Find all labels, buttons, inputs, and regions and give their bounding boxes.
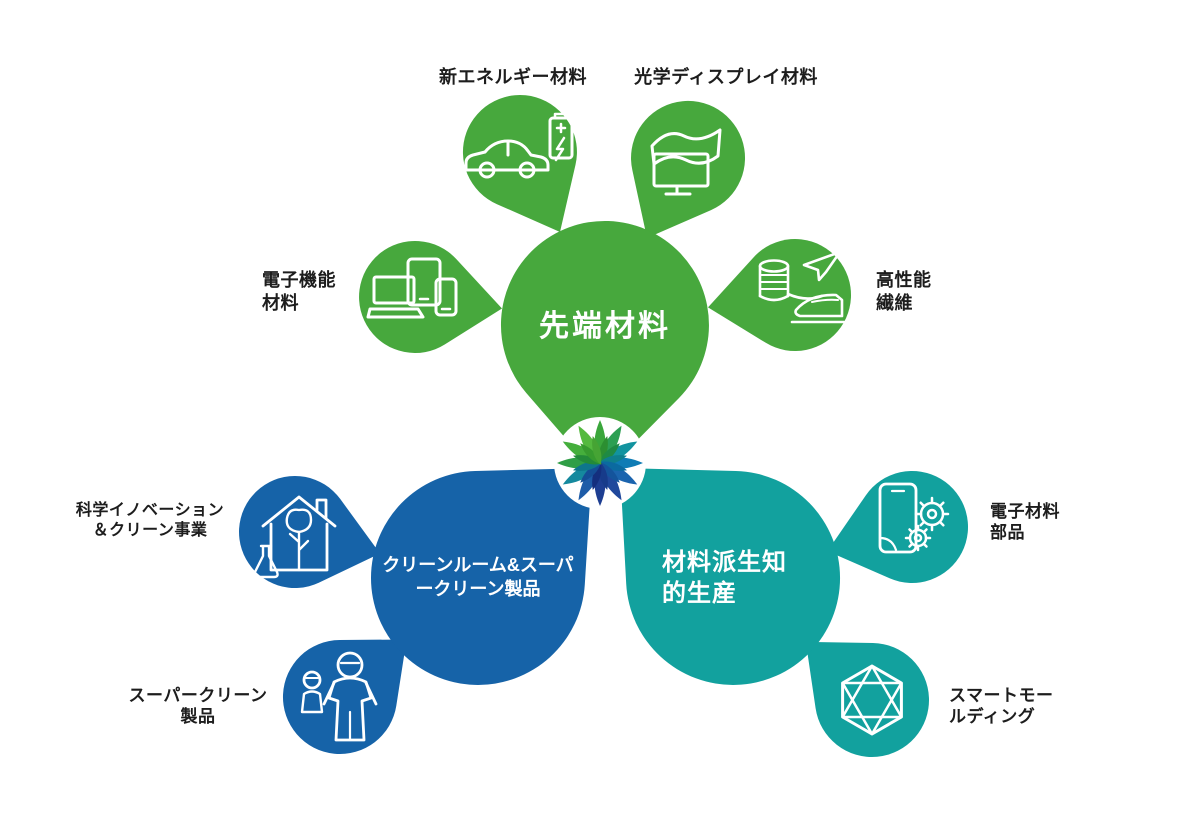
petal-shape[interactable] [462, 95, 577, 232]
label-optical-display-materials: 光学ディスプレイ材料 [634, 67, 818, 87]
eco-house-lab-icon [253, 495, 337, 579]
petal-shape[interactable] [805, 641, 930, 757]
bubble-material-derived-intelligence[interactable] [620, 468, 841, 685]
label-cleanroom-superclean: クリーンルーム&スーパークリーン製品 [382, 555, 574, 600]
petal-new-energy-materials[interactable] [462, 95, 577, 232]
petal-super-clean-products[interactable] [282, 639, 407, 754]
label-super-clean-products: スーパークリーン製品 [128, 686, 268, 727]
label-material-derived-intelligence: 材料派生知的生産 [662, 549, 787, 608]
petal-science-innovation-clean[interactable] [239, 476, 380, 589]
label-advanced-materials: 先端材料 [539, 310, 671, 343]
devices-icon [366, 257, 458, 319]
bubble-advanced-materials[interactable] [500, 220, 709, 478]
ev-car-battery-icon [464, 112, 574, 179]
petal-shape[interactable] [359, 240, 502, 353]
label-new-energy-materials: 新エネルギー材料 [439, 67, 587, 87]
petal-shape[interactable] [827, 470, 969, 583]
petal-high-performance-fiber[interactable] [708, 239, 852, 352]
label-electronic-functional-materials: 電子機能材料 [262, 270, 336, 313]
petal-optical-display-materials[interactable] [631, 100, 746, 239]
display-film-icon [650, 128, 722, 196]
smartphone-gears-icon [878, 482, 950, 554]
petal-smart-molding[interactable] [805, 641, 930, 757]
petal-electronic-material-parts[interactable] [827, 470, 969, 583]
bubble-cleanroom-superclean[interactable] [370, 468, 592, 685]
petal-electronic-functional-materials[interactable] [359, 240, 502, 353]
spool-plane-train-icon [758, 250, 846, 324]
label-electronic-material-parts: 電子材料部品 [990, 502, 1060, 543]
label-high-performance-fiber: 高性能繊維 [876, 270, 932, 313]
petal-shape[interactable] [239, 476, 380, 589]
petal-shape[interactable] [631, 100, 746, 239]
cleanroom-suit-icon [300, 651, 378, 742]
petal-shape[interactable] [282, 639, 407, 754]
label-science-innovation-clean: 科学イノベーション＆クリーン事業 [75, 502, 225, 539]
label-smart-molding: スマートモールディング [949, 686, 1054, 727]
wireframe-polyhedron-icon [841, 664, 903, 736]
